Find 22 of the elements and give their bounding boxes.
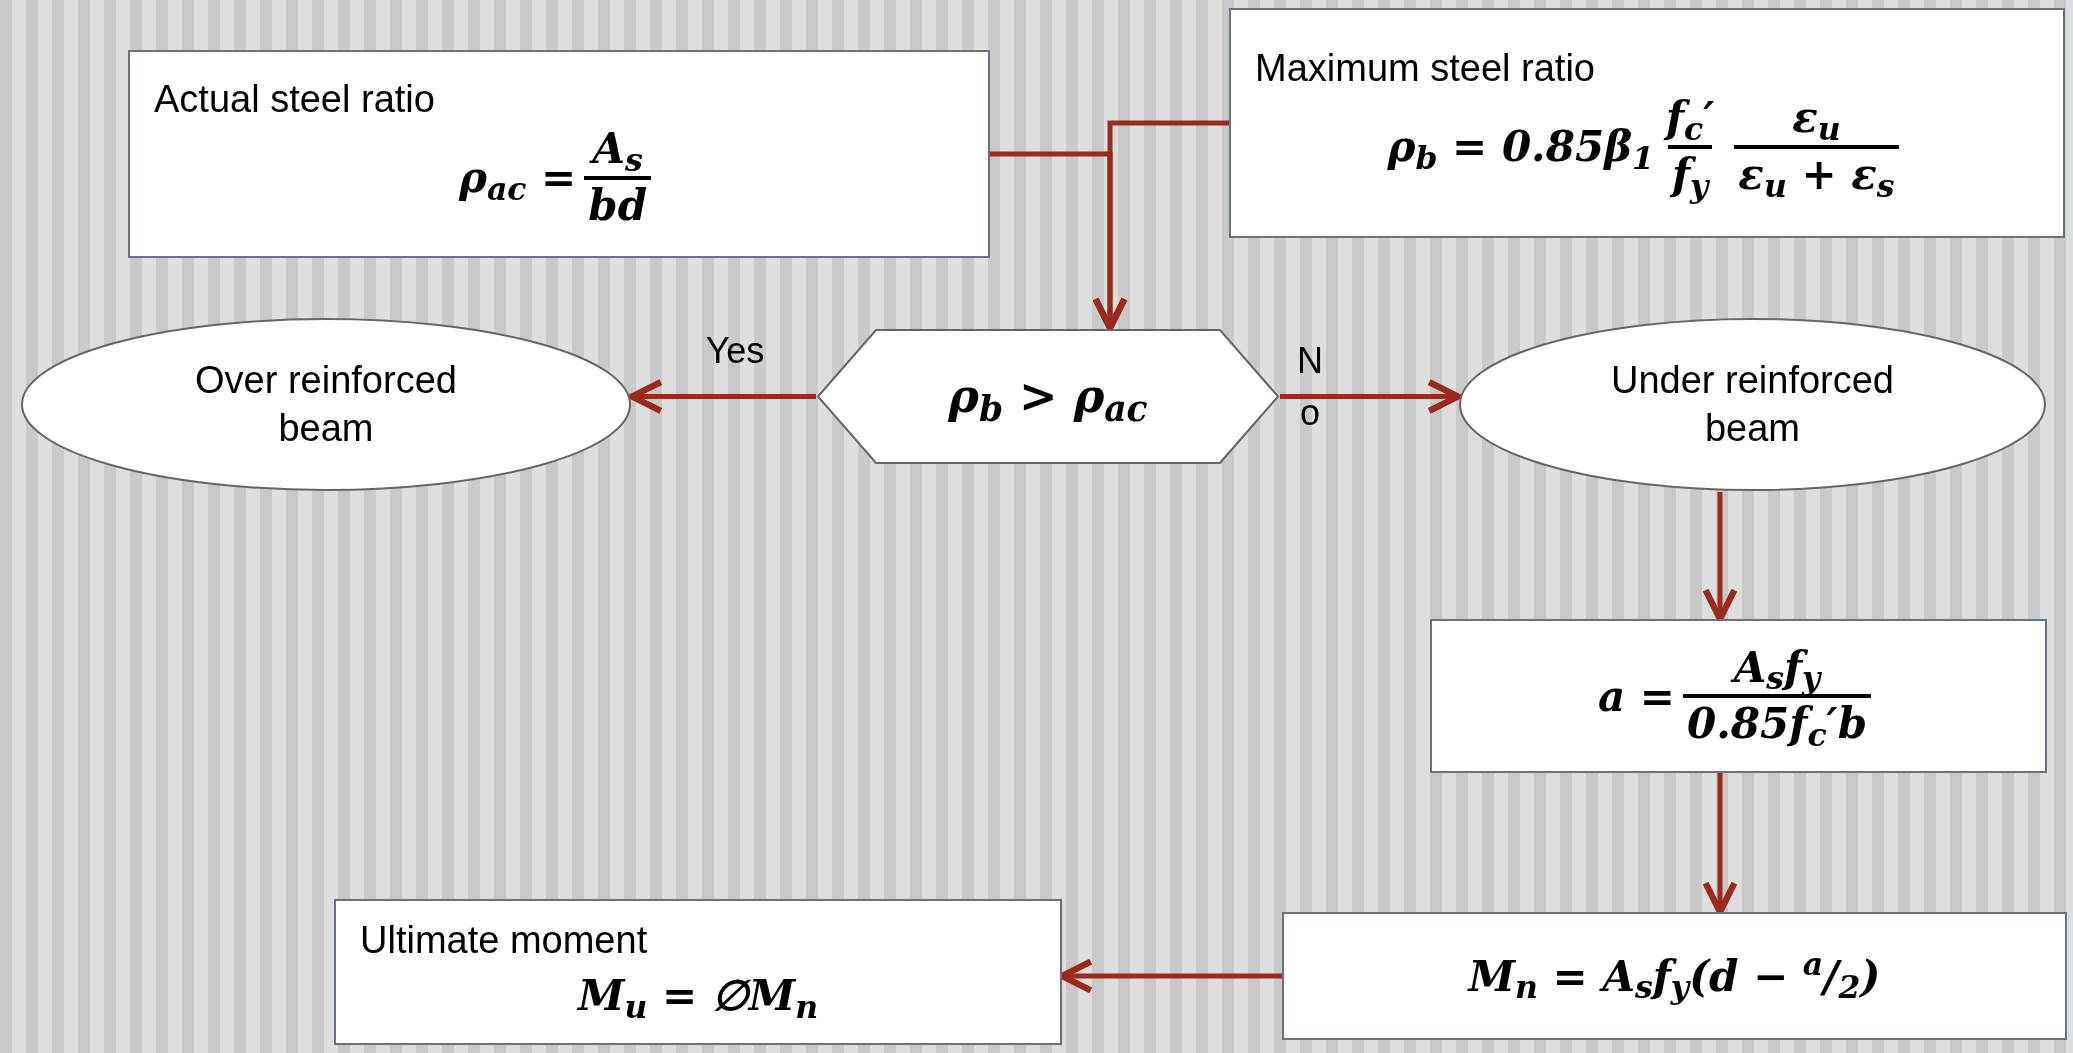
formula-box bbox=[1430, 619, 2047, 773]
edge-label: Yes bbox=[704, 329, 766, 373]
formula: M$_{n}$ = A$_{s}$f$_{y}$(d − $^{a}$/$_{2}$) bbox=[1468, 944, 1881, 1008]
edge-label: N o bbox=[1296, 339, 1324, 436]
heading-text: Under reinforced beam bbox=[1609, 358, 1895, 451]
arrow bbox=[1280, 378, 1462, 415]
formula-box bbox=[1229, 8, 2065, 238]
formula: ρ$_{b}$ > ρ$_{ac}$ bbox=[948, 368, 1148, 431]
formula-box bbox=[334, 899, 1062, 1045]
arrow bbox=[628, 378, 816, 415]
decision-hexagon bbox=[816, 328, 1280, 465]
heading-text: Maximum steel ratio bbox=[1255, 45, 1595, 91]
heading-text: Actual steel ratio bbox=[154, 76, 435, 122]
result-ellipse bbox=[1458, 317, 2047, 492]
formula-box bbox=[128, 50, 990, 258]
heading-text: Over reinforced beam bbox=[194, 358, 458, 451]
formula: M$_{u}$ = ∅M$_{n}$ bbox=[577, 970, 819, 1028]
result-ellipse bbox=[20, 317, 632, 492]
formula: ρ$_{b}$ = 0.85β$_{1}$ f$_{c}$′ f$_{y}$ ε$_{u}$ ε$_{u}$ + ε$_{s}$ bbox=[1387, 92, 1907, 202]
heading-text: Ultimate moment bbox=[360, 917, 648, 963]
arrow bbox=[1092, 120, 1229, 332]
formula-box bbox=[1282, 912, 2067, 1040]
